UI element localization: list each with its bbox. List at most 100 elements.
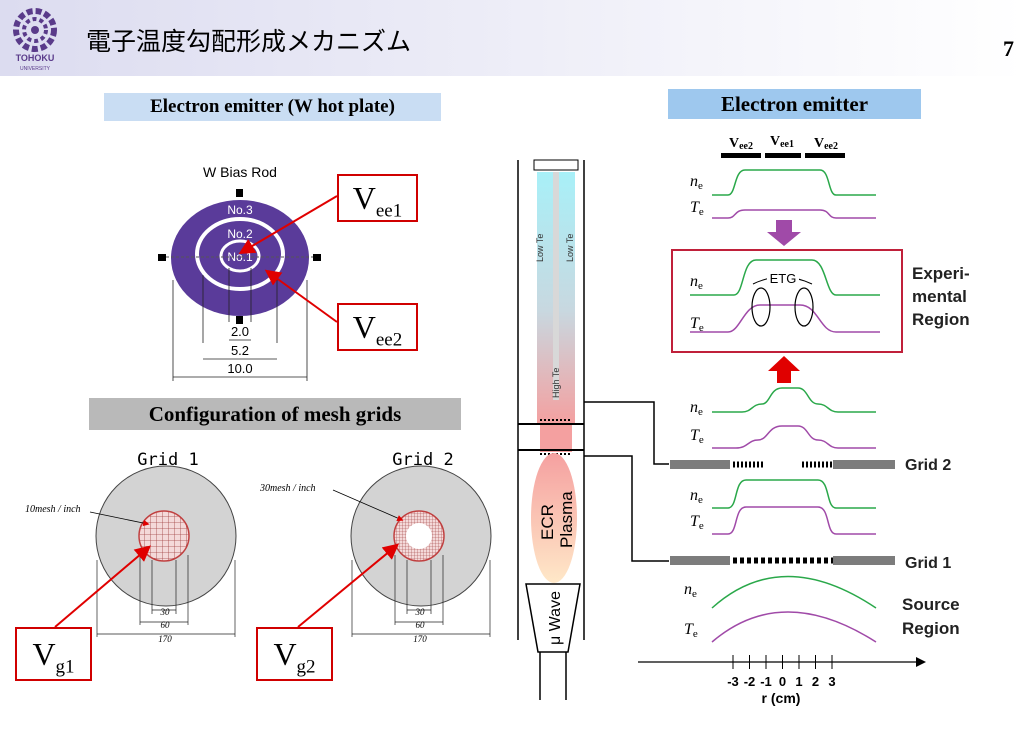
high-te-label: High Te [551,368,561,398]
ring-no3 [171,200,309,316]
connector-grid2 [584,401,669,465]
dim-10-0: 10.0 [227,361,252,376]
te-profile-1 [712,209,876,219]
grid1-mesh [138,510,190,562]
vg1-sub: g1 [55,656,75,678]
low-te-left: Low Te [535,234,545,262]
grid2-mesh-label: 30mesh / inch [259,483,316,494]
ne-profile-2 [712,387,876,413]
grid2-diagram: Grid 2 30mesh / inch 30 60 170 [259,450,492,644]
wave-guide [525,583,581,653]
bias-rod-top [236,189,243,197]
grid2-title: Grid 2 [392,450,453,470]
low-te-right: Low Te [565,234,575,262]
ring-label-no3: No.3 [227,203,253,217]
r-axis-tick-label: -2 [744,674,756,689]
header-bar [0,0,1024,76]
r-axis-tick-label: 3 [828,674,835,689]
vee1-sub: ee1 [375,200,403,222]
ne-label-source: ne [684,581,697,600]
r-axis-label: r (cm) [762,690,801,706]
grid1-dim-30: 30 [160,607,171,617]
ne-profile-exp [690,259,880,296]
grid1-bar-right [833,556,895,565]
ne-label-2: ne [690,399,703,418]
ne-label-1: ne [690,173,703,192]
grid1-diagram: Grid 1 10mesh / inch 30 60 170 [25,450,237,644]
te-profile-exp [690,304,880,333]
profiles-panel: Vee2 Vee1 Vee2 ne Te ETG ne Te Experi- m… [638,134,970,706]
te-profile-2 [712,425,876,449]
ne-label-3: ne [690,487,703,506]
arrow-vee2 [264,269,338,323]
page-title: 電子温度勾配形成メカニズム [86,27,412,56]
vg2-box: Vg2 [256,627,333,681]
grid2-dim-170: 170 [413,634,427,644]
vee2-base: V [352,309,376,345]
device-column: Low Te Low Te High Te ECR Plasma μ Wave [517,159,669,700]
w-hot-plate: W Bias Rod No.3 No.2 No.1 2.0 5.2 10.0 [158,164,321,381]
te-label-2: Te [690,427,704,446]
bias-rod-bottom [236,316,243,324]
ring-label-no2: No.2 [227,227,253,241]
vg1-base: V [32,636,56,672]
grid1-dim-170: 170 [158,634,172,644]
ne-profile-source [711,575,877,609]
te-profile-3 [712,506,876,535]
etg-label: ETG [770,271,797,286]
emitter-label: Electron emitter [668,89,921,119]
dim-5-2: 5.2 [231,343,249,358]
grid2-dim-30: 30 [415,607,426,617]
source-region-line1: Source [902,595,960,614]
vee1-base: V [352,180,376,216]
te-profile-source [711,611,877,643]
grid2-bar-left [670,460,730,469]
r-axis-tick-label: -3 [727,674,739,689]
grid1-dim-60: 60 [161,620,171,630]
arrow-vg1 [54,545,152,628]
grid2-hole [406,523,432,549]
grid1-mesh-label: 10mesh / inch [25,504,81,515]
mesh-grids-label: Configuration of mesh grids [89,398,461,430]
vg2-sub: g2 [296,656,316,678]
r-axis-tick-label: 0 [779,674,786,689]
exp-region-line2: mental [912,287,967,306]
r-axis-tick-label: 1 [795,674,802,689]
logo-text: TOHOKU [16,53,55,63]
exp-region-line1: Experi- [912,264,970,283]
exp-region-line3: Region [912,310,970,329]
ne-label-exp: ne [690,273,703,292]
logo-subtext: UNIVERSITY [20,66,51,72]
te-label-exp: Te [690,315,704,334]
plate-dimensions [172,268,308,381]
arrow-vg2 [297,543,400,628]
arrow-vee1 [238,195,338,255]
experimental-box [671,249,903,353]
wave-label: μ Wave [547,591,564,645]
grid2-bar-right [833,460,895,469]
bias-rod-left [158,254,166,261]
source-region-line2: Region [902,619,960,638]
bias-rod-label: W Bias Rod [203,164,277,180]
te-label-3: Te [690,513,704,532]
vee1-box: Vee1 [337,174,418,222]
red-up-arrow [768,356,800,383]
grid2-label: Grid 2 [905,457,951,474]
ecr-plasma [531,453,577,583]
vee2-sub: ee2 [375,329,403,351]
ne-profile-1 [712,169,876,196]
vee2-box: Vee2 [337,303,418,351]
bias-rod-right [313,254,321,261]
vg1-box: Vg1 [15,627,92,681]
emitter-w-label: Electron emitter (W hot plate) [104,93,441,121]
r-axis-tick-label: 2 [812,674,819,689]
r-axis-tick-label: -1 [760,674,772,689]
te-label-1: Te [690,199,704,218]
grid1-label: Grid 1 [905,555,951,572]
grid2-dim-60: 60 [416,620,426,630]
top-label-vee2-right: Vee2 [814,136,838,152]
plasma-label-line2: Plasma [557,491,576,548]
vg2-base: V [273,636,297,672]
ne-profile-3 [712,479,876,509]
